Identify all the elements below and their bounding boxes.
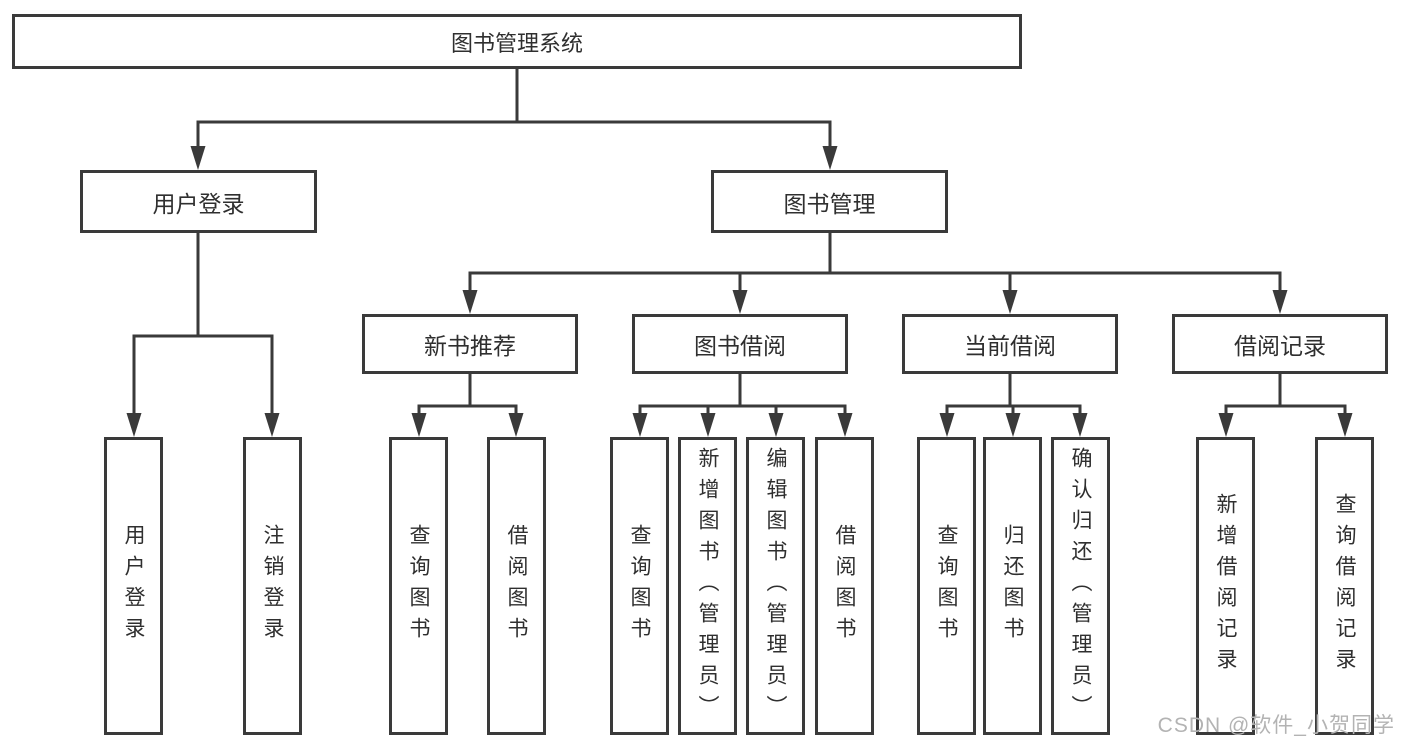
node-label: 图书借阅 <box>694 333 786 359</box>
node-label: 编辑图书（管理员） <box>764 446 787 726</box>
node-label: 借阅图书 <box>833 524 856 648</box>
node-label: 查询借阅记录 <box>1333 493 1356 679</box>
leaf-logout: 注销登录 <box>243 437 302 735</box>
node-label: 当前借阅 <box>964 333 1056 359</box>
node-user-login: 用户登录 <box>80 170 317 233</box>
node-label: 归还图书 <box>1001 524 1024 648</box>
node-borrow-records: 借阅记录 <box>1172 314 1388 374</box>
node-label: 借阅记录 <box>1234 333 1326 359</box>
csdn-watermark: CSDN @软件_小贺同学 <box>1157 714 1395 737</box>
node-current-borrow: 当前借阅 <box>902 314 1118 374</box>
node-label: 图书管理 <box>783 190 876 217</box>
node-label: 新增借阅记录 <box>1214 493 1237 679</box>
leaf-user-login: 用户登录 <box>104 437 163 735</box>
node-label: 新增图书（管理员） <box>696 446 719 726</box>
node-label: 查询图书 <box>407 524 430 648</box>
node-label: 借阅图书 <box>505 524 528 648</box>
leaf-borrow-books-recommend: 借阅图书 <box>487 437 546 735</box>
node-label: 查询图书 <box>935 524 958 648</box>
leaf-query-books-recommend: 查询图书 <box>389 437 448 735</box>
leaf-query-books-borrow: 查询图书 <box>610 437 669 735</box>
leaf-query-books-current: 查询图书 <box>917 437 976 735</box>
node-root: 图书管理系统 <box>12 14 1022 69</box>
node-book-management: 图书管理 <box>711 170 948 233</box>
leaf-borrow-books: 借阅图书 <box>815 437 874 735</box>
node-label: 查询图书 <box>628 524 651 648</box>
node-new-book-recommend: 新书推荐 <box>362 314 578 374</box>
node-label: 注销登录 <box>261 524 284 648</box>
leaf-add-books-admin: 新增图书（管理员） <box>678 437 737 735</box>
node-label: 用户登录 <box>122 524 145 648</box>
leaf-query-borrow-record: 查询借阅记录 <box>1315 437 1374 735</box>
node-label: 图书管理系统 <box>450 30 583 56</box>
node-label: 用户登录 <box>152 190 245 217</box>
node-label: 新书推荐 <box>424 333 516 359</box>
node-label: 确认归还（管理员） <box>1069 446 1092 726</box>
leaf-return-books: 归还图书 <box>983 437 1042 735</box>
leaf-edit-books-admin: 编辑图书（管理员） <box>746 437 805 735</box>
node-book-borrow: 图书借阅 <box>632 314 848 374</box>
leaf-confirm-return-admin: 确认归还（管理员） <box>1051 437 1110 735</box>
leaf-add-borrow-record: 新增借阅记录 <box>1196 437 1255 735</box>
